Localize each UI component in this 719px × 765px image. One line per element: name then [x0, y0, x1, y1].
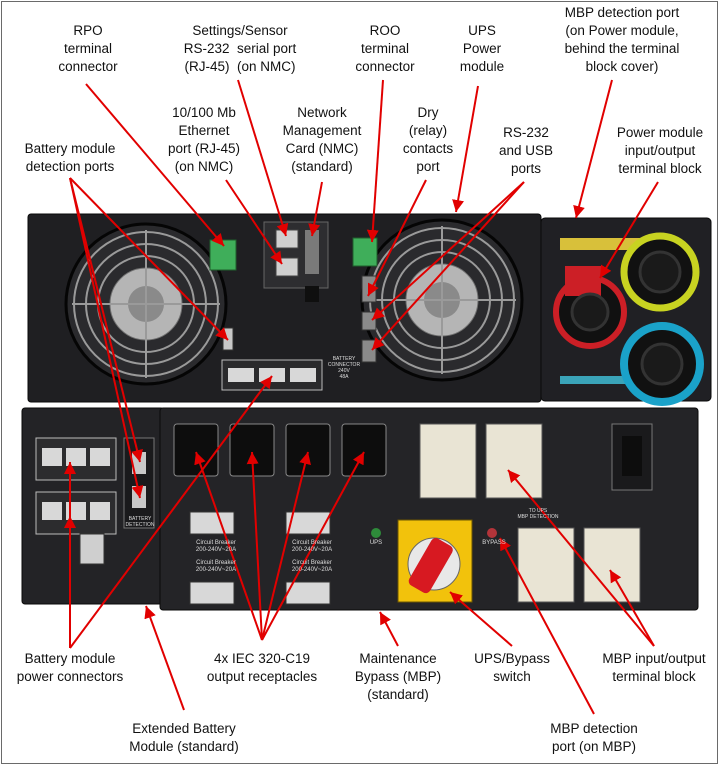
panel-text-battery-detection: BATTERY DETECTION: [125, 516, 155, 528]
label-extended-battery-module: Extended Battery Module (standard): [129, 721, 239, 754]
label-power-module-terminal-block: Power module input/output terminal block: [616, 125, 704, 176]
right-fan: [360, 218, 524, 382]
panel-text-bypass: BYPASS: [482, 540, 506, 546]
label-dry-contacts-port: Dry (relay) contacts port: [402, 105, 454, 174]
label-mbp-terminal-block: MBP input/output terminal block: [602, 651, 706, 684]
label-maintenance-bypass: Maintenance Bypass (MBP) (standard): [354, 651, 442, 702]
panel-text-circuit-breaker-4: Circuit Breaker 200-240V~20A: [291, 560, 333, 573]
label-rpo-terminal-connector: RPO terminal connector: [58, 23, 118, 74]
label-settings-sensor-port: Settings/Sensor RS-232 serial port (RJ-4…: [183, 23, 297, 74]
roo-terminal: [352, 237, 378, 267]
mbp-terminal-upper: [419, 423, 543, 499]
label-battery-power-connectors: Battery module power connectors: [16, 651, 124, 684]
left-fan: [64, 222, 228, 386]
label-ups-power-module: UPS Power module: [459, 23, 505, 74]
panel-text-ups: UPS: [369, 540, 383, 546]
label-ups-bypass-switch: UPS/Bypass switch: [474, 651, 550, 684]
label-roo-terminal-connector: ROO terminal connector: [355, 23, 415, 74]
panel-text-circuit-breaker-1: Circuit Breaker 200-240V~20A: [195, 540, 237, 553]
panel-text-battery-connector: BATTERY CONNECTOR 240V 48A: [327, 356, 361, 380]
ups-bypass-switch-drawing: [397, 519, 473, 603]
label-rs232-usb-ports: RS-232 and USB ports: [498, 125, 554, 176]
label-mbp-detection-port-mbp: MBP detection port (on MBP): [550, 721, 638, 754]
label-nmc: Network Management Card (NMC) (standard): [282, 105, 362, 174]
rpo-terminal: [209, 239, 237, 271]
panel-text-circuit-breaker-2: Circuit Breaker 200-240V~20A: [195, 560, 237, 573]
panel-text-to-ups: TO UPS MBP DETECTION: [517, 508, 559, 520]
label-battery-detection-ports: Battery module detection ports: [24, 141, 116, 174]
label-ethernet-port: 10/100 Mb Ethernet port (RJ-45) (on NMC): [167, 105, 241, 174]
panel-text-circuit-breaker-3: Circuit Breaker 200-240V~20A: [291, 540, 333, 553]
label-output-receptacles: 4x IEC 320-C19 output receptacles: [206, 651, 318, 684]
label-mbp-detection-port-power: MBP detection port (on Power module, beh…: [564, 5, 680, 74]
